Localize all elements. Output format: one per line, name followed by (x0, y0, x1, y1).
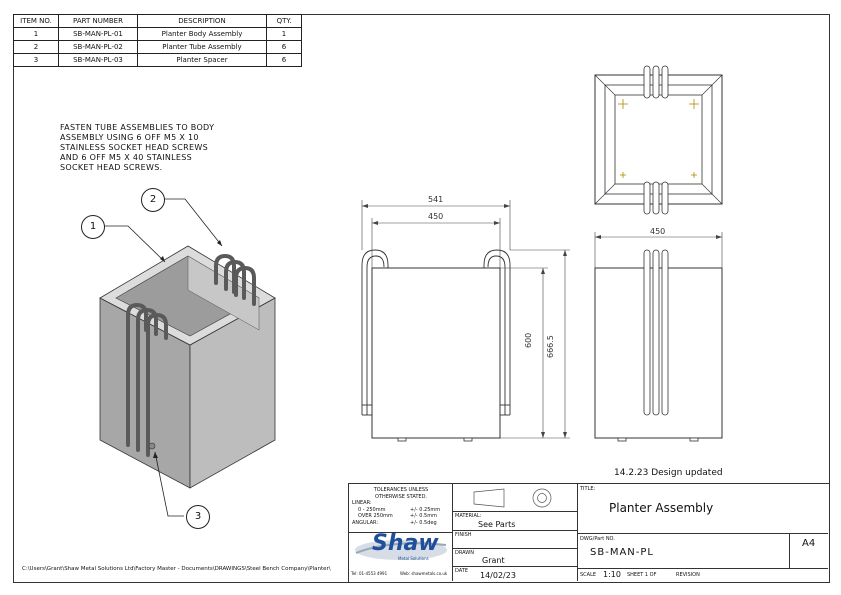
bom-cell: 6 (266, 53, 302, 67)
bom-row: 3 SB-MAN-PL-03 Planter Spacer 6 (13, 53, 302, 67)
dimension-body-width: 450 (428, 212, 444, 221)
title-label: TITLE: (580, 486, 596, 492)
tb-divider (452, 530, 577, 531)
top-miter-lines (594, 74, 723, 205)
tb-divider (789, 533, 790, 568)
tol-row: ANGULAR: +/- 0.5deg (352, 520, 450, 527)
side-dimension-lines (594, 232, 723, 268)
material-value: See Parts (478, 520, 516, 529)
bom-cell: Planter Spacer (137, 53, 267, 67)
front-body (371, 267, 501, 439)
dwg-number: SB-MAN-PL (590, 547, 654, 558)
tb-divider (577, 568, 828, 569)
tb-divider (452, 483, 453, 581)
revision-note: 14.2.23 Design updated (614, 468, 723, 478)
tb-divider (577, 483, 578, 581)
tol-heading2: OTHERWISE STATED. (374, 493, 428, 500)
front-dimension-lines (361, 200, 570, 439)
balloon-3: 3 (186, 505, 210, 529)
front-tubes-left (361, 249, 389, 416)
company-tel: Tel: 01-4553 4991 (351, 571, 388, 576)
tol-value: +/- 0.5mm (410, 513, 437, 519)
tol-row: OVER 250mm +/- 0.5mm (352, 513, 450, 520)
finish-label: FINISH (455, 532, 472, 538)
tol-row: 0 - 250mm +/- 0.25mm (352, 507, 450, 514)
front-tubes-right (483, 249, 511, 416)
note-line: FASTEN TUBE ASSEMBLIES TO BODY (60, 123, 215, 132)
sheet-border (13, 14, 830, 583)
tol-linear: LINEAR: (352, 500, 372, 506)
iso-leader-arrows (153, 240, 222, 458)
logo-swoosh-icon (355, 540, 447, 560)
sheet-size: A4 (802, 538, 816, 549)
side-dimension-arrows (595, 235, 722, 239)
note-line: AND 6 OFF M5 X 40 STAINLESS (60, 153, 193, 162)
tol-value: +/- 0.5deg (410, 519, 437, 526)
drawing-title: Planter Assembly (609, 501, 714, 515)
tol-range: OVER 250mm (358, 513, 393, 519)
top-screw-marks (618, 99, 699, 178)
bom-cell: SB-MAN-PL-03 (58, 53, 138, 67)
tb-divider (452, 511, 577, 512)
revision-label: REVISION (676, 572, 700, 578)
balloon-2: 2 (141, 188, 165, 212)
front-dimension-arrows (362, 204, 567, 438)
company-web: Web: shawmetals.co.uk (400, 571, 448, 576)
scale-label: SCALE (580, 572, 597, 578)
logo-text: Shaw (372, 531, 439, 556)
iso-front-tubes (126, 302, 168, 457)
logo-subtext: Metal Solutions (398, 556, 429, 561)
dimension-side-width: 450 (650, 227, 666, 236)
note-line: SOCKET HEAD SCREWS. (60, 163, 163, 172)
tb-divider (348, 532, 452, 533)
sheet-number: SHEET 1 OF (627, 572, 657, 578)
iso-leaders (104, 198, 223, 517)
material-label: MATERIAL: (455, 513, 482, 519)
company-logo: Shaw Metal Solutions (352, 531, 450, 563)
dimension-overall-width: 541 (428, 195, 444, 204)
file-path: C:\Users\Grant\Shaw Metal Solutions Ltd\… (22, 566, 331, 572)
iso-rear-tubes (214, 253, 256, 306)
bom-row: 1 SB-MAN-PL-01 Planter Body Assembly 1 (13, 27, 302, 41)
front-feet (397, 437, 473, 442)
note-line: STAINLESS SOCKET HEAD SCREWS (60, 143, 208, 152)
tolerances-block: TOLERANCES UNLESS OTHERWISE STATED. LINE… (352, 487, 450, 526)
tol-value: +/- 0.25mm (410, 506, 441, 513)
dwg-label: DWG/Part NO. (580, 536, 615, 542)
tol-range: 0 - 250mm (358, 506, 386, 513)
side-tubes (643, 249, 669, 416)
date-label: DATE (455, 568, 469, 574)
top-tubes (643, 65, 669, 215)
projection-symbol-icon (473, 488, 552, 508)
tol-heading1: TOLERANCES UNLESS (373, 487, 429, 493)
balloon-1: 1 (81, 215, 105, 239)
tol-angular: ANGULAR: (352, 519, 379, 526)
date-value: 14/02/23 (480, 571, 516, 580)
drawn-value: Grant (482, 556, 505, 565)
side-feet (617, 437, 699, 442)
scale-value: 1:10 (603, 570, 621, 579)
bom-table: ITEM NO. PART NUMBER DESCRIPTION QTY. 1 … (13, 14, 302, 67)
drawn-label: DRAWN (455, 550, 474, 556)
iso-spacer (148, 442, 156, 450)
assembly-note: FASTEN TUBE ASSEMBLIES TO BODY ASSEMBLY … (60, 123, 214, 173)
note-line: ASSEMBLY USING 6 OFF M5 X 10 (60, 133, 199, 142)
tb-divider (577, 533, 828, 534)
tb-divider (452, 548, 577, 549)
tb-divider (452, 566, 577, 567)
